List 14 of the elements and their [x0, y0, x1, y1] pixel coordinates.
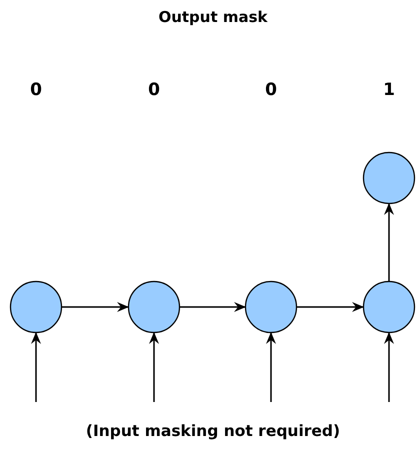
arrow	[384, 203, 394, 281]
arrow	[180, 302, 246, 312]
arrow	[266, 332, 276, 402]
output-mask-value: 1	[383, 80, 395, 100]
arrow	[384, 332, 394, 402]
arrow	[297, 302, 364, 312]
arrow	[149, 332, 159, 402]
output-mask-value: 0	[265, 80, 277, 100]
arrow	[62, 302, 129, 312]
arrow	[31, 332, 41, 402]
output-mask-value: 0	[30, 80, 42, 100]
chart-title: Output mask	[158, 8, 268, 26]
caption: (Input masking not required)	[86, 422, 340, 440]
output-mask-value: 0	[148, 80, 160, 100]
